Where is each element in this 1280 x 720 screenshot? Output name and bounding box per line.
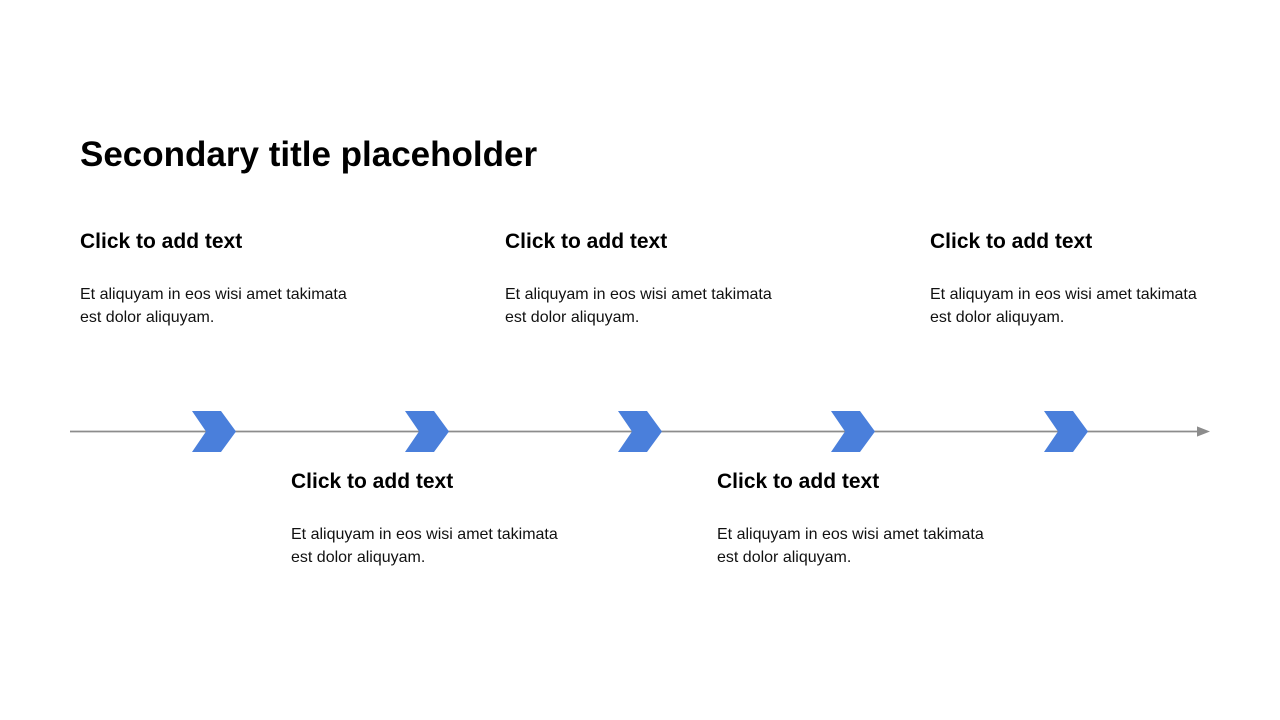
text-placeholder[interactable]: Click to add text Et aliquyam in eos wis… <box>505 229 797 329</box>
text-placeholder-heading[interactable]: Click to add text <box>291 470 454 493</box>
text-placeholder-body[interactable]: Et aliquyam in eos wisi amet takimata es… <box>291 526 558 566</box>
arrow-head-icon <box>1197 426 1210 437</box>
text-placeholder-body[interactable]: Et aliquyam in eos wisi amet takimata es… <box>80 286 347 326</box>
timeline-marker-chevron-icon[interactable] <box>192 411 236 452</box>
timeline-marker-chevron-icon[interactable] <box>831 411 875 452</box>
text-placeholder[interactable]: Click to add text Et aliquyam in eos wis… <box>80 229 372 329</box>
text-placeholder-heading[interactable]: Click to add text <box>717 470 880 493</box>
text-placeholder-heading[interactable]: Click to add text <box>505 230 668 253</box>
text-placeholder[interactable]: Click to add text Et aliquyam in eos wis… <box>717 469 1009 569</box>
timeline-marker-chevron-icon[interactable] <box>618 411 662 452</box>
text-placeholder[interactable]: Click to add text Et aliquyam in eos wis… <box>291 469 583 569</box>
text-placeholder-body[interactable]: Et aliquyam in eos wisi amet takimata es… <box>505 286 772 326</box>
text-placeholder-body[interactable]: Et aliquyam in eos wisi amet takimata es… <box>717 526 984 566</box>
slide-title[interactable]: Secondary title placeholder <box>80 135 538 174</box>
timeline-marker-chevron-icon[interactable] <box>405 411 449 452</box>
timeline-marker-chevron-icon[interactable] <box>1044 411 1088 452</box>
text-placeholder-body[interactable]: Et aliquyam in eos wisi amet takimata es… <box>930 286 1197 326</box>
text-placeholder[interactable]: Click to add text Et aliquyam in eos wis… <box>930 229 1222 329</box>
text-placeholder-heading[interactable]: Click to add text <box>930 230 1093 253</box>
timeline <box>70 411 1210 452</box>
text-placeholder-heading[interactable]: Click to add text <box>80 230 243 253</box>
